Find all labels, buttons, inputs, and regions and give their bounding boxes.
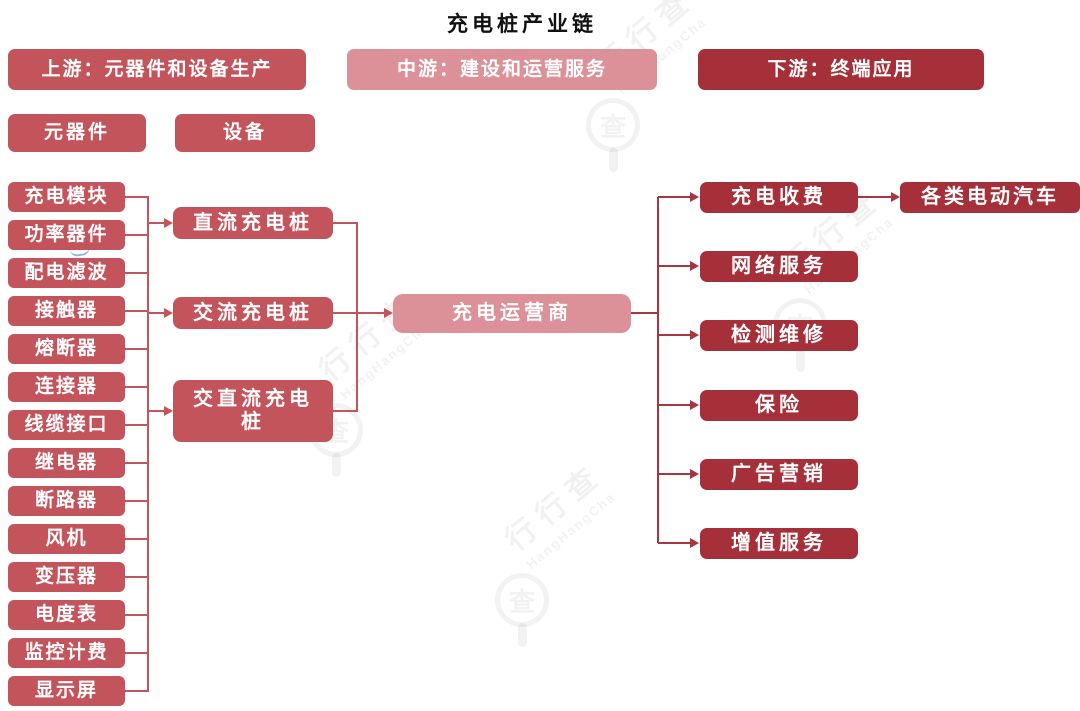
watermark-handle	[796, 348, 805, 372]
connector-line	[149, 410, 165, 412]
connector-line	[125, 310, 149, 312]
arrowhead-icon	[690, 400, 699, 410]
connector-line	[147, 197, 149, 692]
page-title: 充电桩产业链	[447, 13, 597, 36]
arrowhead-icon	[164, 308, 173, 318]
service-box: 充电收费	[700, 182, 858, 213]
connector-line	[125, 424, 149, 426]
end-application-box: 各类电动汽车	[900, 182, 1080, 213]
component-box: 断路器	[8, 486, 125, 516]
connector-line	[658, 473, 691, 475]
service-box: 保险	[700, 390, 858, 421]
component-box: 继电器	[8, 448, 125, 478]
connector-line	[333, 410, 358, 412]
connector-line	[333, 312, 358, 314]
arrowhead-icon	[690, 330, 699, 340]
connector-line	[125, 234, 149, 236]
connector-line	[125, 386, 149, 388]
downstream-header: 下游：终端应用	[698, 49, 984, 90]
arrowhead-icon	[164, 218, 173, 228]
connector-line	[658, 404, 691, 406]
connector-line	[658, 334, 691, 336]
component-box: 线缆接口	[8, 410, 125, 440]
connector-line	[125, 614, 149, 616]
watermark-handle	[332, 453, 341, 477]
midstream-header: 中游：建设和运营服务	[347, 49, 657, 90]
connector-line	[125, 500, 149, 502]
watermark-handle	[518, 623, 527, 647]
operator-box: 充电运营商	[393, 294, 631, 333]
arrowhead-icon	[690, 192, 699, 202]
category-box-components: 元器件	[8, 114, 146, 152]
connector-line	[125, 690, 149, 692]
component-box: 熔断器	[8, 334, 125, 364]
arrowhead-icon	[384, 308, 393, 318]
connector-line	[657, 197, 659, 543]
equipment-box: 直流充电桩	[173, 207, 333, 239]
equipment-box: 交流充电桩	[173, 297, 333, 329]
connector-line	[149, 222, 165, 224]
arrowhead-icon	[891, 192, 900, 202]
watermark-brand-subtext: HangHangCha	[523, 488, 619, 572]
component-box: 接触器	[8, 296, 125, 326]
arrowhead-icon	[690, 538, 699, 548]
connector-line	[658, 542, 691, 544]
connector-line	[149, 312, 165, 314]
upstream-header: 上游：元器件和设备生产	[8, 49, 306, 90]
component-box: 连接器	[8, 372, 125, 402]
component-box: 充电模块	[8, 182, 125, 212]
component-box: 功率器件	[8, 220, 125, 250]
connector-line	[125, 652, 149, 654]
component-box: 配电滤波	[8, 258, 125, 288]
component-box: 风机	[8, 524, 125, 554]
connector-line	[125, 196, 149, 198]
service-box: 网络服务	[700, 251, 858, 282]
connector-line	[125, 462, 149, 464]
watermark-logo-icon: 查	[586, 98, 640, 152]
arrowhead-icon	[690, 469, 699, 479]
connector-line	[125, 348, 149, 350]
service-box: 增值服务	[700, 528, 858, 559]
arrowhead-icon	[164, 406, 173, 416]
connector-line	[357, 312, 385, 314]
connector-line	[125, 272, 149, 274]
component-box: 显示屏	[8, 676, 125, 706]
service-box: 广告营销	[700, 459, 858, 490]
connector-line	[858, 196, 892, 198]
watermark-handle	[609, 148, 618, 172]
arrowhead-icon	[690, 261, 699, 271]
connector-line	[125, 538, 149, 540]
connector-line	[333, 222, 358, 224]
connector-line	[356, 223, 358, 411]
component-box: 变压器	[8, 562, 125, 592]
connector-line	[631, 312, 659, 314]
category-box-equipment: 设备	[175, 114, 315, 152]
service-box: 检测维修	[700, 320, 858, 351]
connector-line	[658, 196, 691, 198]
watermark-logo-icon: 查	[495, 573, 549, 627]
connector-line	[658, 265, 691, 267]
watermark-brand-text: 行行查	[499, 456, 611, 558]
connector-line	[125, 576, 149, 578]
equipment-box: 交直流充电桩	[173, 380, 333, 442]
component-box: 电度表	[8, 600, 125, 630]
component-box: 监控计费	[8, 638, 125, 668]
